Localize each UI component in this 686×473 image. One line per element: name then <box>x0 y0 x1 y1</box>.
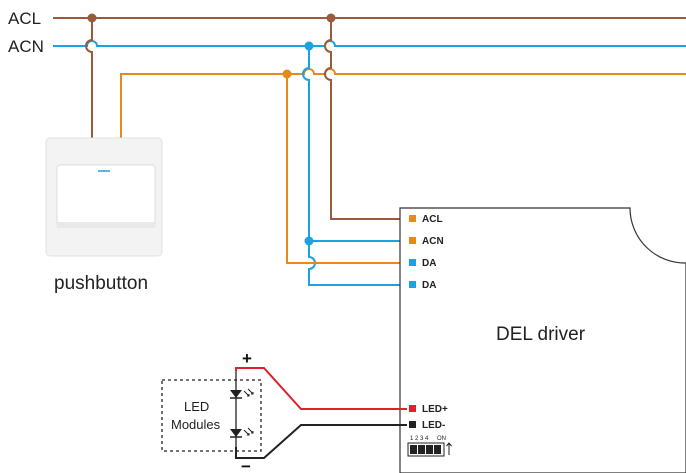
acl-junction-right <box>326 13 336 23</box>
pushbutton-switch[interactable] <box>45 137 163 257</box>
indicator-light <box>98 170 110 172</box>
led-modules-box <box>161 379 262 452</box>
acn-junction-top <box>304 41 314 51</box>
led-diode-icon <box>230 388 254 399</box>
pushbutton-acl-wire <box>85 18 93 140</box>
terminal-da1-label: DA <box>422 258 436 269</box>
terminal-acl-square <box>409 215 416 222</box>
da-bus-wire <box>120 68 686 140</box>
acl-bus-label: ACL <box>8 9 41 28</box>
da-junction <box>282 69 292 79</box>
led-minus-sign: − <box>241 457 251 473</box>
driver-acn-wire <box>302 46 407 242</box>
led-modules-label-line1: LED <box>184 399 209 414</box>
driver-acl-wire <box>324 18 407 220</box>
terminal-da2-square <box>409 281 416 288</box>
driver-da1-wire <box>286 74 407 264</box>
driver-title: DEL driver <box>496 324 586 345</box>
led-minus-wire <box>235 424 407 459</box>
dip-switch[interactable]: 1 2 3 4 ON <box>407 436 452 457</box>
led-diode-icon <box>230 427 254 438</box>
dip-on-arrow-icon <box>446 442 452 455</box>
terminal-ledminus-square <box>409 421 416 428</box>
terminal-ledminus-label: LED- <box>422 420 445 431</box>
dip-numbers-label: 1 2 3 4 <box>410 436 429 442</box>
terminal-da1-square <box>409 259 416 266</box>
terminal-ledplus-label: LED+ <box>422 404 448 415</box>
acn-bus-wire <box>53 40 686 47</box>
acl-junction-left <box>87 13 97 23</box>
terminal-acl-label: ACL <box>422 214 443 225</box>
pushbutton-label: pushbutton <box>54 273 148 294</box>
acn-bus-label: ACN <box>8 37 44 56</box>
dip-on-label: ON <box>437 436 446 442</box>
terminal-da2-label: DA <box>422 280 436 291</box>
terminal-ledplus-square <box>409 405 416 412</box>
led-plus-wire <box>235 367 407 410</box>
led-modules-label-line2: Modules <box>171 417 221 432</box>
terminal-acn-square <box>409 237 416 244</box>
acn-junction-mid <box>304 236 314 246</box>
led-plus-sign: + <box>242 349 252 368</box>
terminal-acn-label: ACN <box>422 236 444 247</box>
